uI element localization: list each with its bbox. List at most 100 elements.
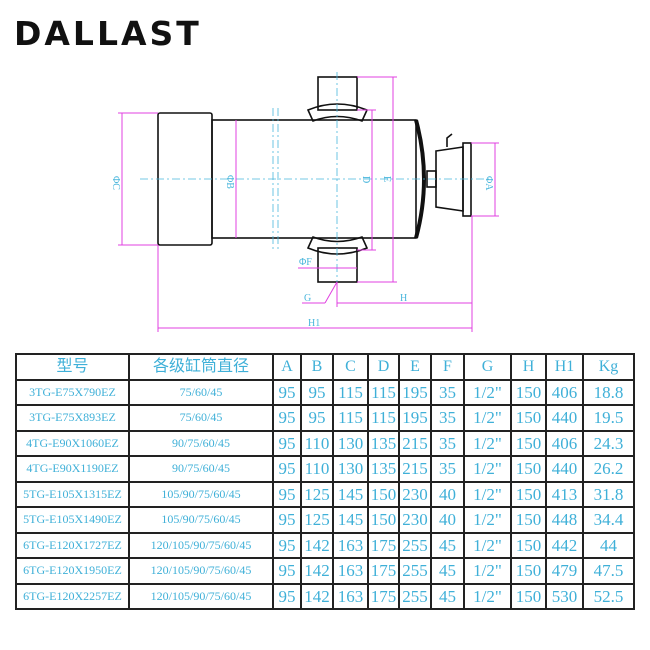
table-cell: 125 (300, 506, 334, 534)
table-cell: 105/90/75/60/45 (128, 480, 274, 508)
table-cell: 413 (545, 480, 584, 508)
dimension-lines (118, 76, 499, 332)
table-cell: 150 (510, 506, 547, 534)
table-cell: 150 (510, 480, 547, 508)
table-cell: 34.4 (582, 506, 635, 534)
grease-fitting (446, 133, 453, 147)
top-port (317, 76, 358, 111)
table-cell: 95 (272, 455, 302, 483)
table-cell: 5TG-E105X1315EZ (15, 480, 130, 508)
table-cell: 3TG-E75X893EZ (15, 404, 130, 432)
table-cell: 150 (510, 582, 547, 610)
table-cell: 6TG-E120X1727EZ (15, 531, 130, 559)
table-cell: 115 (367, 404, 400, 432)
table-cell: 145 (332, 506, 369, 534)
table-cell: 40 (430, 506, 465, 534)
table-cell: 120/105/90/75/60/45 (128, 582, 274, 610)
table-cell: 45 (430, 582, 465, 610)
table-cell: 1/2" (463, 378, 512, 406)
table-cell: 95 (272, 557, 302, 585)
label-g: G (304, 293, 311, 304)
table-cell: 4TG-E90X1190EZ (15, 455, 130, 483)
table-cell: 45 (430, 531, 465, 559)
table-cell: 35 (430, 404, 465, 432)
table-cell: 95 (300, 378, 334, 406)
table-cell: 448 (545, 506, 584, 534)
table-cell: 120/105/90/75/60/45 (128, 557, 274, 585)
table-cell: 175 (367, 582, 400, 610)
table-cell: 150 (367, 506, 400, 534)
table-cell: 75/60/45 (128, 404, 274, 432)
table-cell: 19.5 (582, 404, 635, 432)
table-cell: 195 (398, 404, 432, 432)
column-header: F (430, 353, 465, 381)
column-header: G (463, 353, 512, 381)
table-cell: 530 (545, 582, 584, 610)
table-cell: 142 (300, 531, 334, 559)
label-phi-a: ΦA (483, 176, 494, 191)
column-header: H1 (545, 353, 584, 381)
column-header: H (510, 353, 547, 381)
column-header: 型号 (15, 353, 130, 381)
table-cell: 105/90/75/60/45 (128, 506, 274, 534)
column-header: A (272, 353, 302, 381)
cylinder-outline (157, 76, 472, 283)
table-cell: 1/2" (463, 582, 512, 610)
table-cell: 35 (430, 455, 465, 483)
table-cell: 5TG-E105X1490EZ (15, 506, 130, 534)
table-cell: 6TG-E120X1950EZ (15, 557, 130, 585)
table-cell: 163 (332, 582, 369, 610)
table-cell: 3TG-E75X790EZ (15, 378, 130, 406)
table-cell: 142 (300, 557, 334, 585)
table-cell: 1/2" (463, 429, 512, 457)
label-h1: H1 (308, 318, 320, 329)
table-cell: 255 (398, 557, 432, 585)
table-cell: 110 (300, 455, 334, 483)
column-header: 各级缸筒直径 (128, 353, 274, 381)
table-cell: 40 (430, 480, 465, 508)
bottom-saddle (306, 235, 369, 255)
label-phi-b: ΦB (224, 175, 235, 189)
table-cell: 195 (398, 378, 432, 406)
top-saddle (306, 103, 369, 123)
table-cell: 115 (332, 404, 369, 432)
column-header: Kg (582, 353, 635, 381)
table-cell: 1/2" (463, 480, 512, 508)
table-cell: 130 (332, 429, 369, 457)
table-cell: 130 (332, 455, 369, 483)
table-cell: 150 (510, 531, 547, 559)
table-cell: 442 (545, 531, 584, 559)
table-cell: 150 (510, 429, 547, 457)
table-cell: 440 (545, 404, 584, 432)
table-cell: 175 (367, 531, 400, 559)
table-cell: 52.5 (582, 582, 635, 610)
table-cell: 95 (300, 404, 334, 432)
table-cell: 1/2" (463, 455, 512, 483)
table-cell: 35 (430, 429, 465, 457)
table-cell: 142 (300, 582, 334, 610)
table-cell: 6TG-E120X2257EZ (15, 582, 130, 610)
table-cell: 150 (510, 404, 547, 432)
table-cell: 95 (272, 582, 302, 610)
table-cell: 95 (272, 429, 302, 457)
table-cell: 95 (272, 506, 302, 534)
column-header: B (300, 353, 334, 381)
table-cell: 255 (398, 582, 432, 610)
table-cell: 215 (398, 429, 432, 457)
table-cell: 150 (510, 455, 547, 483)
table-cell: 1/2" (463, 404, 512, 432)
table-cell: 95 (272, 531, 302, 559)
table-cell: 31.8 (582, 480, 635, 508)
table-cell: 230 (398, 506, 432, 534)
label-d: D (360, 176, 371, 183)
table-cell: 150 (510, 378, 547, 406)
table-cell: 44 (582, 531, 635, 559)
table-cell: 18.8 (582, 378, 635, 406)
column-header: D (367, 353, 400, 381)
